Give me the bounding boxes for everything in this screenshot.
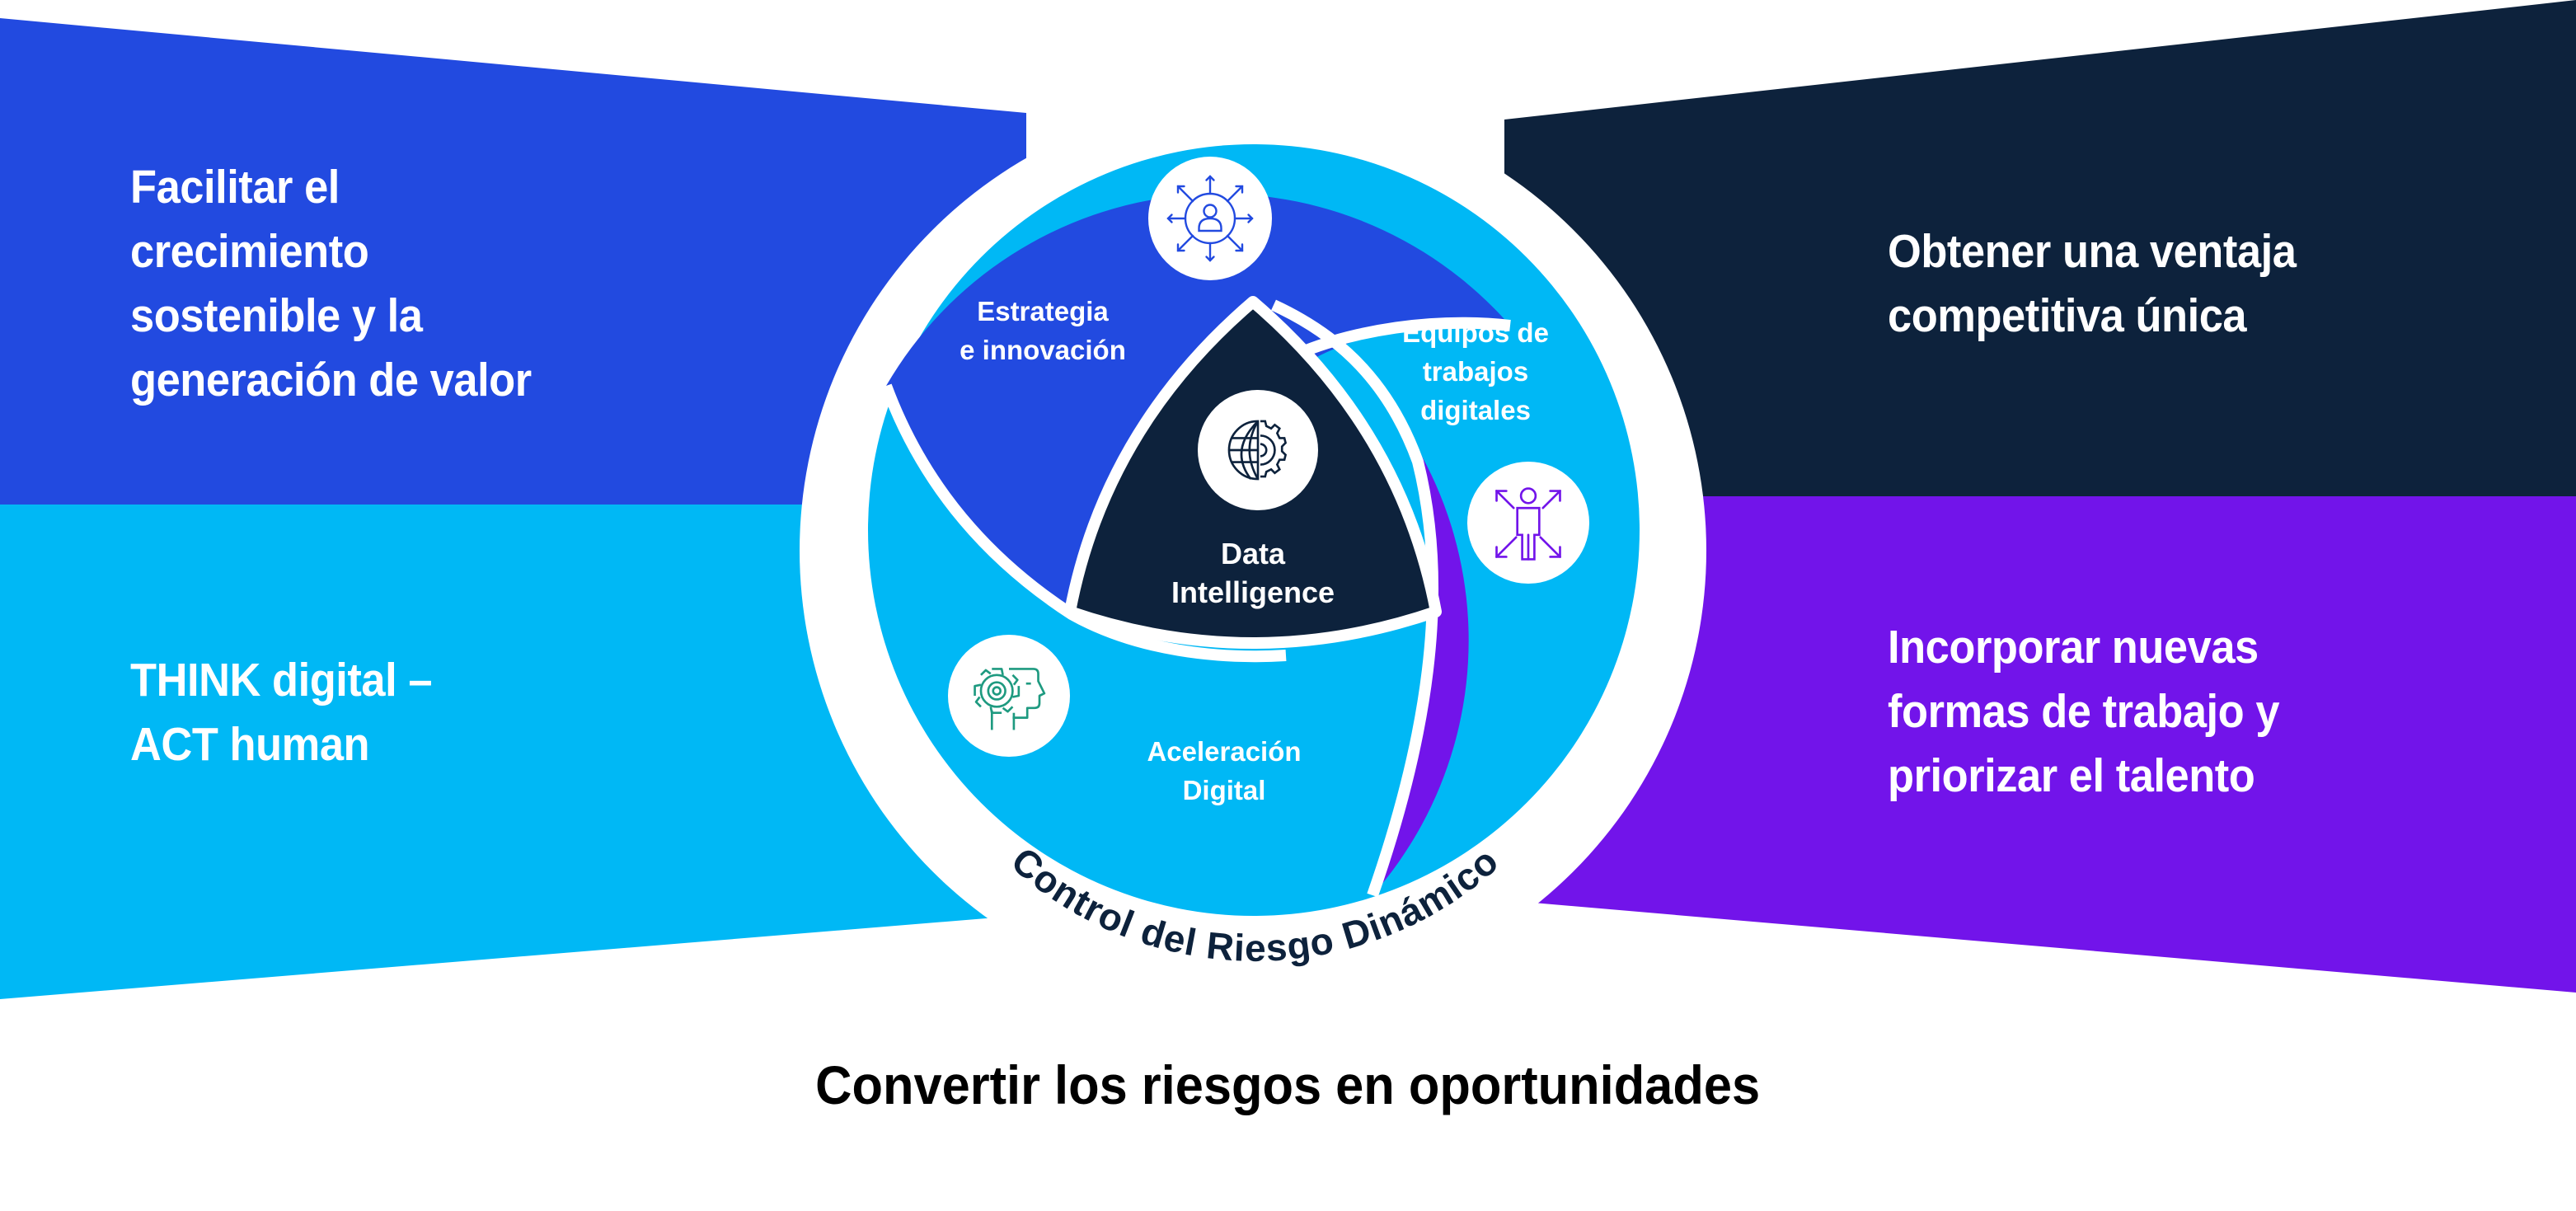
person-network-arrows-icon	[1166, 175, 1254, 262]
segment-label-line: digitales	[1420, 395, 1531, 425]
panel-top-left-line: sostenible y la	[130, 289, 423, 342]
icon-disc-data-intelligence	[1198, 390, 1318, 510]
panel-bottom-right-bg	[1504, 496, 2576, 993]
segment-label-aceleracion: Aceleración Digital	[1096, 732, 1352, 810]
gear-head-icon	[974, 668, 1046, 730]
panel-top-left-text: Facilitar el crecimiento sostenible y la…	[130, 155, 532, 412]
segment-label-line: e innovación	[960, 335, 1126, 365]
panel-top-left-line: crecimiento	[130, 225, 369, 278]
separator-purple-cyan	[1271, 299, 1439, 898]
segment-label-line: Data	[1220, 537, 1286, 570]
panel-top-right-line: competitiva única	[1888, 289, 2247, 342]
segment-label-line: Aceleración	[1147, 736, 1302, 767]
panel-top-right-text: Obtener una ventaja competitiva única	[1888, 219, 2297, 348]
segment-label-line: Estrategia	[977, 296, 1109, 326]
footer-title-text: Convertir los riesgos en oportunidades	[815, 1054, 1761, 1115]
panel-bottom-left-bg	[0, 505, 1026, 999]
footer-title: Convertir los riesgos en oportunidades	[0, 1052, 2576, 1118]
panel-bottom-left-text: THINK digital – ACT human	[130, 648, 432, 777]
panel-bottom-left-line: THINK digital –	[130, 654, 433, 706]
icon-disc-aceleracion	[948, 635, 1070, 757]
panel-top-left-line: generación de valor	[130, 354, 532, 406]
panel-bottom-left-line: ACT human	[130, 718, 370, 771]
person-expand-arrows-icon	[1495, 487, 1561, 561]
panel-top-left-line: Facilitar el	[130, 161, 340, 214]
panel-top-left-bg	[0, 18, 1026, 505]
segment-label-estrategia: Estrategia e innovación	[915, 292, 1171, 369]
panel-bottom-right-line: formas de trabajo y	[1888, 685, 2280, 738]
segment-label-equipos: Equipos de trabajos digitales	[1352, 313, 1599, 429]
segment-label-line: Equipos de	[1402, 317, 1549, 348]
panel-bottom-right-line: Incorporar nuevas	[1888, 621, 2259, 674]
icon-disc-equipos	[1467, 462, 1589, 584]
segment-label-line: Digital	[1182, 775, 1266, 805]
segment-label-data-intelligence: Data Intelligence	[1125, 534, 1381, 612]
panel-top-right-line: Obtener una ventaja	[1888, 225, 2297, 278]
segment-label-line: Intelligence	[1171, 575, 1335, 609]
panel-bottom-right-line: priorizar el talento	[1888, 749, 2255, 802]
icon-disc-estrategia	[1148, 157, 1272, 280]
segment-label-line: trabajos	[1422, 356, 1529, 387]
panel-bottom-right-text: Incorporar nuevas formas de trabajo y pr…	[1888, 615, 2279, 808]
panel-top-right-bg	[1504, 0, 2576, 496]
globe-gear-icon	[1227, 420, 1288, 481]
